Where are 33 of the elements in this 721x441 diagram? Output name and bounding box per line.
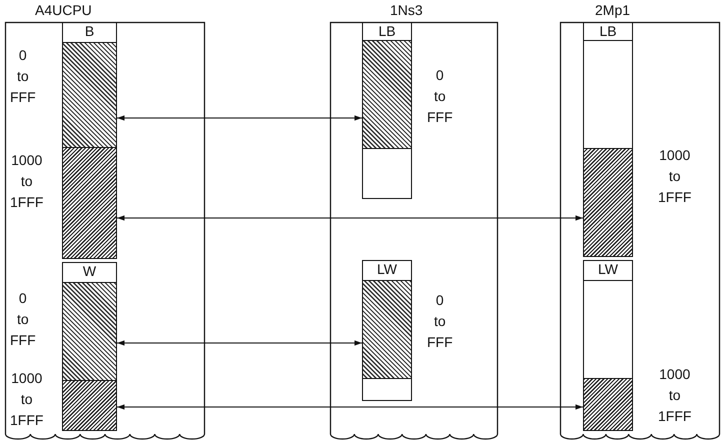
address-range: 0 to FFF	[10, 46, 36, 107]
station-name: A4UCPU	[35, 2, 92, 18]
hatched-memory-segment	[362, 280, 412, 379]
hatched-memory-segment	[583, 148, 633, 257]
device-label: LB	[378, 23, 396, 39]
hatched-memory-segment	[362, 40, 412, 149]
station-name: 2Mp1	[595, 2, 630, 18]
device-label: LW	[377, 261, 397, 277]
hatched-memory-segment	[62, 147, 117, 259]
address-range: 0 to FFF	[10, 289, 36, 350]
device-label: B	[84, 23, 94, 39]
address-range: 1000 to 1FFF	[10, 369, 44, 430]
hatched-memory-segment	[583, 378, 633, 431]
hatched-memory-segment	[62, 282, 117, 381]
memory-segment	[362, 148, 412, 199]
device-label: LB	[599, 23, 617, 39]
memory-segment	[583, 40, 633, 149]
double-arrow	[117, 215, 583, 221]
memory-segment	[583, 280, 633, 379]
hatched-memory-segment	[62, 42, 117, 148]
double-arrow	[117, 115, 362, 121]
address-range: 1000 to 1FFF	[658, 146, 692, 207]
address-range: 1000 to 1FFF	[10, 151, 44, 212]
station-name: 1Ns3	[390, 2, 423, 18]
hatched-memory-segment	[62, 380, 117, 431]
address-range: 1000 to 1FFF	[658, 365, 692, 426]
address-range: 0 to FFF	[427, 66, 453, 127]
address-range: 0 to FFF	[427, 291, 453, 352]
device-label: W	[82, 263, 96, 279]
double-arrow	[117, 404, 583, 410]
memory-segment	[362, 378, 412, 401]
double-arrow	[117, 340, 362, 346]
device-label: LW	[598, 261, 618, 277]
